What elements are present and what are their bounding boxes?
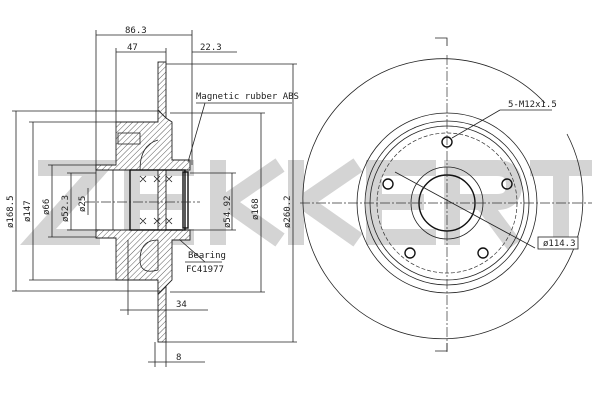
section-view: 86.3 47 22.3 Magnetic rubber ABS Bearing… xyxy=(6,26,299,367)
dim-hub-width: 47 xyxy=(127,43,138,53)
disc-outer-edge xyxy=(302,58,584,340)
pcd-box xyxy=(537,236,579,250)
dim-d168-5: ø168.5 xyxy=(6,195,16,228)
dim-d54-92: ø54.92 xyxy=(223,195,233,228)
dim-disc-thickness: 8 xyxy=(176,353,181,363)
bearing-callout: Bearing xyxy=(188,251,226,261)
hub-upper xyxy=(95,108,191,171)
dim-overall-width: 86.3 xyxy=(125,26,147,36)
bolt-holes xyxy=(382,136,513,259)
dim-offset: 22.3 xyxy=(200,43,222,53)
dim-d25: ø25 xyxy=(78,196,88,212)
front-view: 5-M12x1.5 ø114.3 xyxy=(300,37,592,352)
dim-d147: ø147 xyxy=(23,200,33,222)
abs-callout: Magnetic rubber ABS xyxy=(196,92,299,102)
bearing xyxy=(129,169,186,231)
rolling-elements xyxy=(139,175,173,225)
dim-flange-offset: 34 xyxy=(176,300,187,310)
hub-lower xyxy=(95,229,191,296)
dim-d52-3: ø52.3 xyxy=(61,195,71,222)
dim-d168: ø168 xyxy=(251,198,261,220)
pcd-callout: ø114.3 xyxy=(543,239,576,249)
dim-d66: ø66 xyxy=(42,199,52,215)
dim-d260-2: ø260.2 xyxy=(283,195,293,228)
thread-callout: 5-M12x1.5 xyxy=(508,100,557,110)
bearing-code: FC41977 xyxy=(186,265,224,275)
